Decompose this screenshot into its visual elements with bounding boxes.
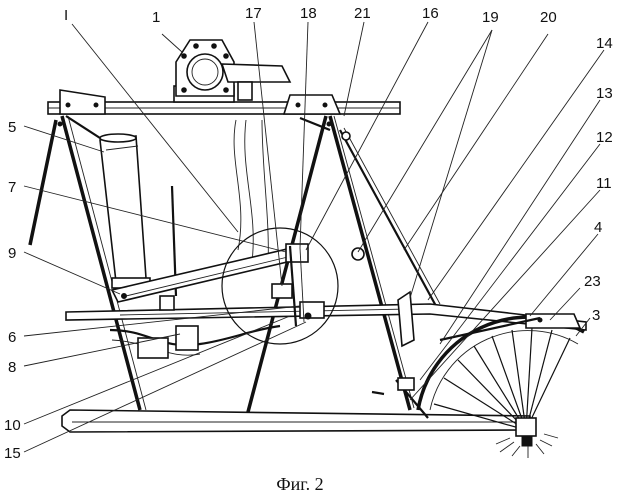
label-13: 13 [596,85,613,102]
label-12: 12 [596,129,613,146]
diagonal-brace [340,128,440,306]
figure-caption: Фиг. 2 [276,474,323,494]
label-11: 11 [596,175,612,192]
label-5: 5 [8,119,16,136]
label-1: 1 [152,9,160,26]
label-23: 23 [584,273,601,290]
label-I: I [64,7,68,24]
label-19: 19 [482,9,499,26]
label-7: 7 [8,179,16,196]
label-20: 20 [540,9,557,26]
label-10: 10 [4,417,21,434]
label-15: 15 [4,445,21,462]
label-21: 21 [354,5,371,22]
label-16: 16 [422,5,439,22]
label-18: 18 [300,5,317,22]
bottom-skid [62,410,530,432]
motor-housing [176,40,290,100]
rotary-wheel [418,314,584,458]
label-6: 6 [8,329,16,346]
label-4: 4 [594,219,602,236]
label-9: 9 [8,245,16,262]
label-8: 8 [8,359,16,376]
label-14: 14 [596,35,613,52]
label-3: 3 [592,307,600,324]
label-17: 17 [245,5,262,22]
